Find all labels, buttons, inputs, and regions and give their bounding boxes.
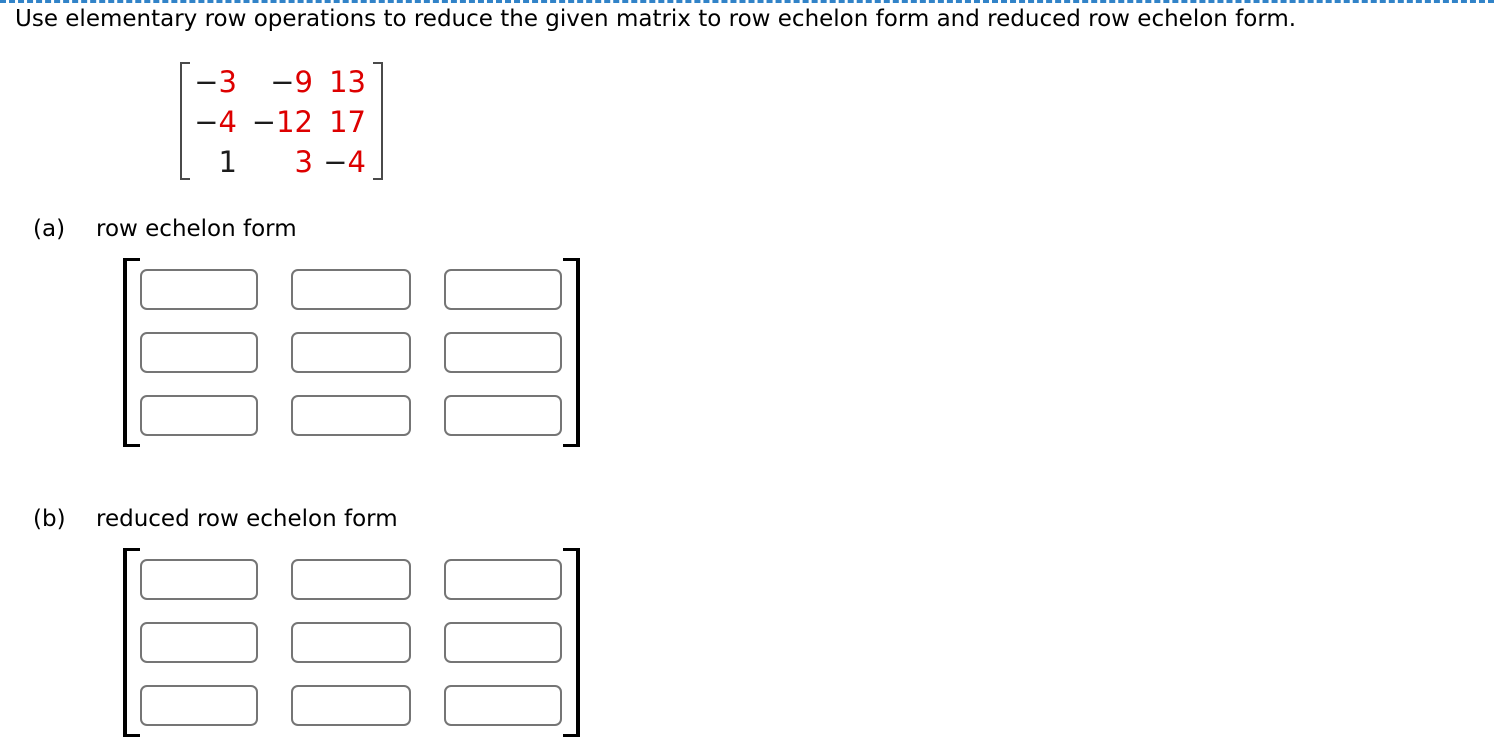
section-a-title: row echelon form [96,216,297,242]
matrix-cell-value: 9 [294,65,313,99]
answer-input-b-r1c2[interactable] [291,559,411,600]
matrix-cell-value: 13 [329,65,366,99]
matrix-cell-sign: − [270,65,295,99]
answer-input-b-r3c1[interactable] [140,685,258,726]
answer-input-a-r3c2[interactable] [291,395,411,436]
top-divider [0,0,1494,3]
answer-matrix-b [123,548,580,737]
answer-matrix-b-grid [140,559,562,726]
matrix-cell: −4 [313,142,366,182]
section-a-letter: (a) [33,216,66,242]
section-b-letter: (b) [33,506,66,532]
answer-input-b-r3c2[interactable] [291,685,411,726]
answer-input-a-r1c3[interactable] [444,269,562,310]
answer-input-a-r1c2[interactable] [291,269,411,310]
matrix-cell: −12 [237,102,313,142]
answer-input-b-r1c3[interactable] [444,559,562,600]
matrix-cell-value: 12 [276,105,313,139]
matrix-cell: −3 [190,62,237,102]
given-matrix-left-bracket [180,62,190,180]
answer-matrix-b-left-bracket [123,548,140,737]
matrix-cell-value: 4 [347,145,366,179]
matrix-cell-value: 3 [218,65,237,99]
answer-input-a-r3c3[interactable] [444,395,562,436]
answer-input-a-r2c3[interactable] [444,332,562,373]
matrix-cell: −9 [237,62,313,102]
matrix-cell: 17 [313,102,366,142]
answer-input-b-r3c3[interactable] [444,685,562,726]
matrix-cell-value: 4 [218,105,237,139]
given-matrix-right-bracket [373,62,383,180]
matrix-cell-value: 17 [329,105,366,139]
section-a-header: (a) row echelon form [33,216,297,242]
matrix-cell-sign: − [323,145,348,179]
answer-input-a-r2c2[interactable] [291,332,411,373]
answer-input-b-r2c3[interactable] [444,622,562,663]
answer-input-a-r1c1[interactable] [140,269,258,310]
problem-statement: Use elementary row operations to reduce … [15,6,1297,32]
section-b-title: reduced row echelon form [96,506,398,532]
matrix-cell: 3 [237,142,313,182]
matrix-cell-sign: − [194,65,219,99]
answer-matrix-a [123,258,580,447]
answer-input-b-r1c1[interactable] [140,559,258,600]
answer-matrix-b-right-bracket [563,548,580,737]
matrix-cell-value: 1 [218,145,237,179]
matrix-cell: 13 [313,62,366,102]
section-b-header: (b) reduced row echelon form [33,506,398,532]
answer-input-a-r2c1[interactable] [140,332,258,373]
answer-input-b-r2c2[interactable] [291,622,411,663]
answer-matrix-a-left-bracket [123,258,140,447]
answer-matrix-a-grid [140,269,562,436]
given-matrix-grid: −3 −9 13 −4 −12 17 1 3 −4 [190,62,366,182]
matrix-cell-value: 3 [294,145,313,179]
matrix-cell: 1 [190,142,237,182]
answer-matrix-a-right-bracket [563,258,580,447]
matrix-cell-sign: − [251,105,277,139]
matrix-cell: −4 [190,102,237,142]
answer-input-a-r3c1[interactable] [140,395,258,436]
answer-input-b-r2c1[interactable] [140,622,258,663]
matrix-cell-sign: − [194,105,219,139]
